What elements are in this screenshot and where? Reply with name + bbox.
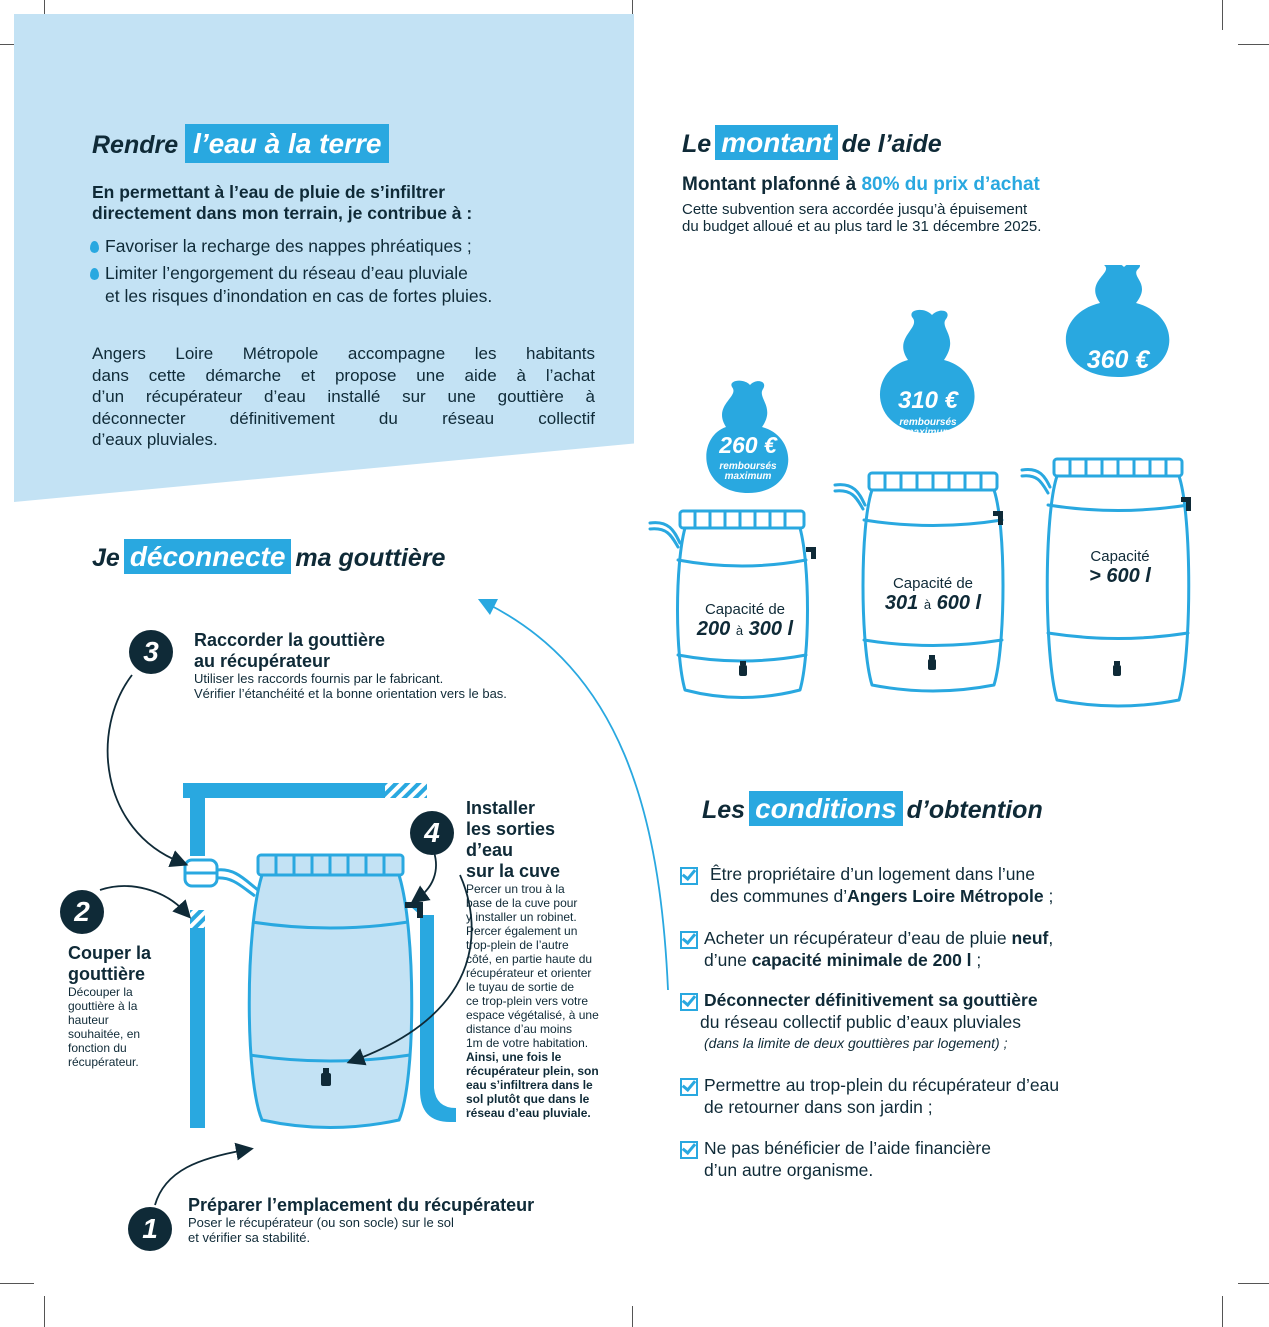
money-bag-icon	[706, 380, 789, 493]
barrel-medium	[833, 471, 1005, 693]
checkbox-icon	[680, 993, 698, 1011]
crop-mark	[632, 0, 633, 18]
description-line: récupérateur et orienter	[466, 966, 592, 980]
description-line: Percer également un	[466, 924, 578, 938]
description-line: récupérateur plein, son	[466, 1064, 599, 1078]
condition-3: Déconnecter définitivement sa gouttière …	[700, 990, 1038, 1051]
step-3: Raccorder la gouttière au récupérateur U…	[194, 630, 507, 701]
description-line: hauteur	[68, 1013, 109, 1027]
crop-mark	[1222, 0, 1223, 30]
description-line: 1m de votre habitation.	[466, 1036, 589, 1050]
installation-illustration	[99, 598, 669, 1206]
description-line: souhaitée, en	[68, 1027, 141, 1041]
crop-mark	[1222, 1296, 1223, 1327]
condition-4: Permettre au trop-plein du récupérateur …	[704, 1075, 1060, 1117]
intro-title: Rendre l’eau à la terre	[92, 124, 390, 163]
checkbox-icon	[680, 1078, 698, 1096]
montant-note: Cette subvention sera accordée jusqu’à é…	[682, 201, 1042, 235]
montant-lead: Montant plafonné à 80% du prix d’achat	[682, 174, 1040, 195]
tier-1-capacity: Capacité de 200 à 300 l	[696, 601, 794, 640]
step-3-number-badge: 3	[129, 630, 173, 674]
step-1: Préparer l’emplacement du récupérateur P…	[188, 1195, 535, 1245]
description-line: sol plutôt que dans le	[466, 1092, 590, 1106]
description-line: côté, en partie haute du	[466, 952, 593, 966]
tier-2-capacity: Capacité de 301 à 600 l	[884, 575, 982, 614]
step-4-number-badge: 4	[410, 811, 454, 855]
description-line: base de la cuve pour	[466, 896, 578, 910]
intro-panel-background	[14, 14, 634, 502]
money-bag-icon	[1065, 265, 1170, 377]
step-4: Installer les sorties d’eau sur la cuve …	[466, 798, 636, 1120]
intro-lead: En permettant à l’eau de pluie de s’infi…	[92, 182, 473, 223]
crop-mark	[44, 1296, 45, 1327]
crop-mark	[632, 1306, 633, 1327]
step-1-number-badge: 1	[128, 1207, 172, 1251]
description-line: réseau d’eau pluviale.	[466, 1106, 591, 1120]
condition-1: Être propriétaire d’un logement dans l’u…	[710, 864, 1054, 906]
description-line: Percer un trou à la	[466, 882, 565, 896]
intro-bullets: Favoriser la recharge des nappes phréati…	[90, 235, 492, 308]
description-line: trop-plein de l’autre	[466, 938, 569, 952]
crop-mark	[1238, 44, 1269, 45]
condition-5: Ne pas bénéficier de l’aide financière d…	[704, 1138, 991, 1180]
description-line: fonction du	[68, 1041, 127, 1055]
tier-3-bag-label: 360 € remboursés maximum	[1086, 346, 1150, 398]
checkbox-icon	[680, 867, 698, 885]
tier-3-capacity: Capacité > 600 l	[1089, 548, 1151, 587]
bullet-item: Limiter l’engorgement du réseau d’eau pl…	[90, 262, 492, 285]
description-line: gouttière à la	[68, 999, 138, 1013]
water-drop-icon	[90, 268, 99, 280]
barrel-large	[1020, 457, 1191, 708]
step-2-number-badge: 2	[60, 890, 104, 934]
crop-mark	[44, 0, 45, 14]
description-line: y installer un robinet.	[466, 910, 577, 924]
crop-mark	[0, 1283, 34, 1284]
crop-mark	[1238, 1283, 1269, 1284]
description-line: récupérateur.	[68, 1055, 139, 1069]
barrels-illustration	[648, 265, 1191, 708]
money-bag-icon	[879, 309, 975, 433]
description-line: ce trop-plein vers votre	[466, 994, 589, 1008]
checkbox-icon	[680, 1141, 698, 1159]
description-line: Découper la	[68, 985, 133, 999]
intro-paragraph: Angers Loire Métropole accompagne les ha…	[92, 344, 595, 449]
tier-1-bag-label: 260 € remboursés maximum	[719, 432, 777, 482]
description-line: Ainsi, une fois le	[466, 1050, 562, 1064]
description-line: le tuyau de sortie de	[466, 980, 575, 994]
tier-2-bag-label: 310 € remboursés maximum	[897, 387, 959, 438]
description-line: eau s’infiltrera dans le	[466, 1078, 593, 1092]
water-drop-icon	[90, 241, 99, 253]
checkbox-icon	[680, 931, 698, 949]
description-line: espace végétalisé, à une	[466, 1008, 599, 1022]
bullet-item: Favoriser la recharge des nappes phréati…	[90, 235, 492, 258]
condition-2: Acheter un récupérateur d’eau de pluie n…	[704, 928, 1054, 970]
description-line: distance d’au moins	[466, 1022, 573, 1036]
